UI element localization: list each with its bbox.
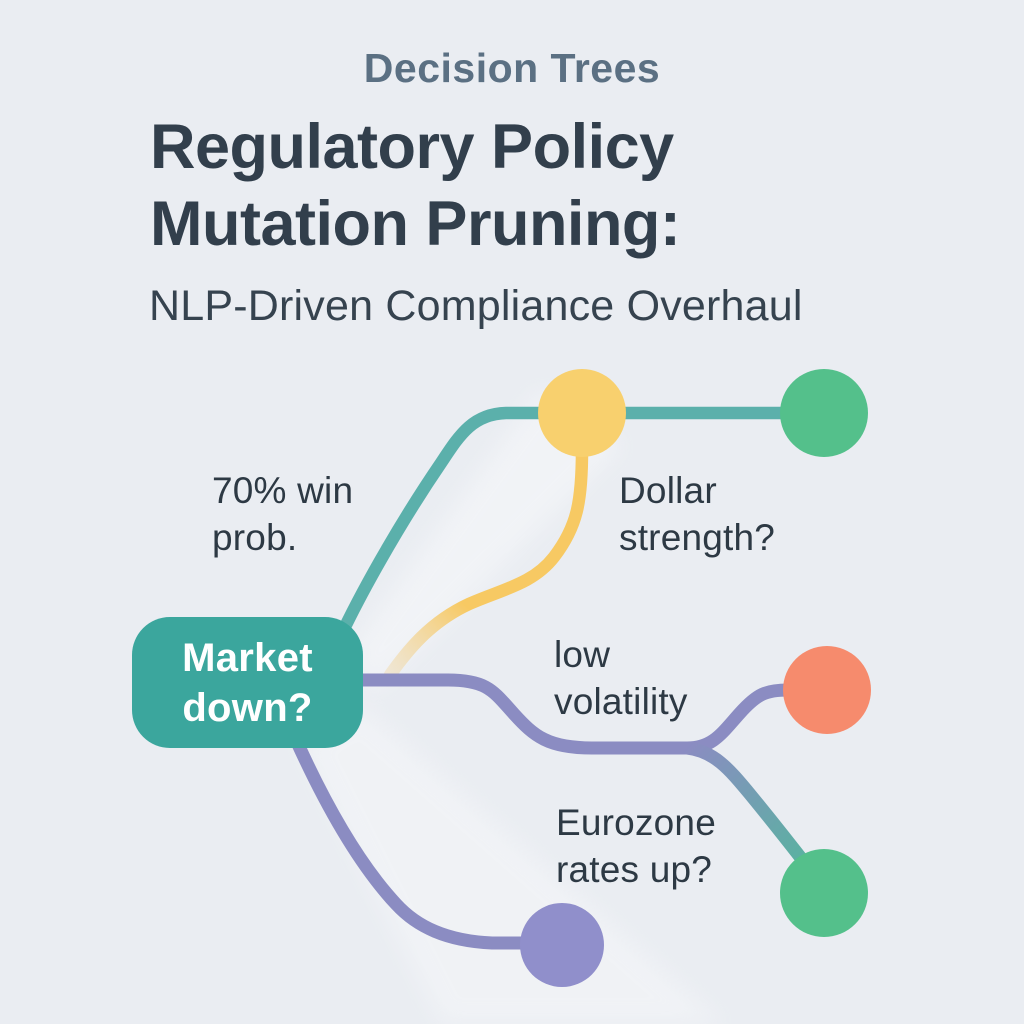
label-eurozone-rates-line1: Eurozone: [556, 802, 716, 843]
node-leaf-green-bottom-right: [780, 849, 868, 937]
branch-root-to-volatility-purple: [355, 673, 694, 755]
page-title: Regulatory Policy Mutation Pruning:: [150, 109, 681, 263]
node-root-market-down: [132, 617, 363, 748]
node-leaf-green-top-right: [780, 369, 868, 457]
branch-root-to-dollar-teal: [325, 406, 831, 662]
root-node-label-line2: down?: [182, 685, 313, 730]
branch-fork-to-orange: [680, 683, 795, 755]
label-eurozone-rates-line2: rates up?: [556, 849, 713, 890]
label-low-volatility-line2: volatility: [554, 681, 688, 722]
label-win-probability: 70% win prob.: [212, 467, 353, 561]
root-node-label-line1: Market: [182, 635, 313, 680]
node-dollar-strength-yellow: [538, 369, 626, 457]
page-title-line1: Regulatory Policy: [150, 112, 674, 182]
branch-dollar-yellow-fading: [383, 443, 589, 682]
eyebrow-decision-trees: Decision Trees: [363, 45, 661, 91]
page-subtitle: NLP-Driven Compliance Overhaul: [149, 282, 803, 330]
label-win-probability-line2: prob.: [212, 517, 298, 558]
label-dollar-strength-line2: strength?: [619, 517, 776, 558]
node-leaf-orange-low-volatility: [783, 646, 871, 734]
node-leaf-purple-bottom: [520, 903, 604, 987]
label-dollar-strength: Dollar strength?: [619, 467, 775, 561]
branch-fork-to-green: [680, 741, 818, 878]
light-beam-lower: [300, 706, 724, 1024]
light-beam-upper: [348, 390, 622, 694]
label-dollar-strength-line1: Dollar: [619, 470, 717, 511]
root-node-label: Market down?: [132, 617, 363, 748]
label-win-probability-line1: 70% win: [212, 470, 354, 511]
page-title-line2: Mutation Pruning:: [150, 189, 681, 259]
label-low-volatility: low volatility: [554, 631, 688, 725]
branch-root-to-eurozone-purple: [290, 735, 531, 950]
label-low-volatility-line1: low: [554, 634, 611, 675]
label-eurozone-rates: Eurozone rates up?: [556, 799, 716, 893]
